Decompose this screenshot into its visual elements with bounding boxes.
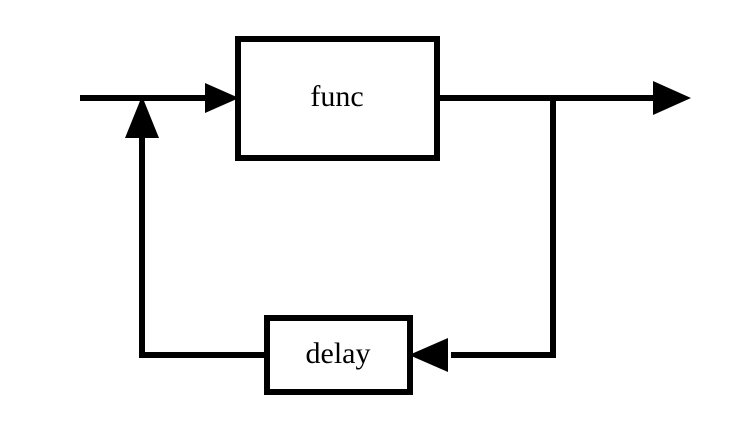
- func-block-label: func: [310, 80, 363, 113]
- delay-return-line: [139, 138, 267, 358]
- arrow-into-delay-icon: [409, 338, 448, 372]
- delay-block: [264, 315, 413, 395]
- feedback-tap-line: [451, 98, 556, 358]
- arrow-output-icon: [653, 81, 691, 115]
- func-block: [235, 36, 440, 161]
- delay-block-label: delay: [306, 337, 371, 370]
- arrow-into-func-icon: [205, 83, 239, 113]
- arrow-into-summing-junction-icon: [125, 96, 159, 138]
